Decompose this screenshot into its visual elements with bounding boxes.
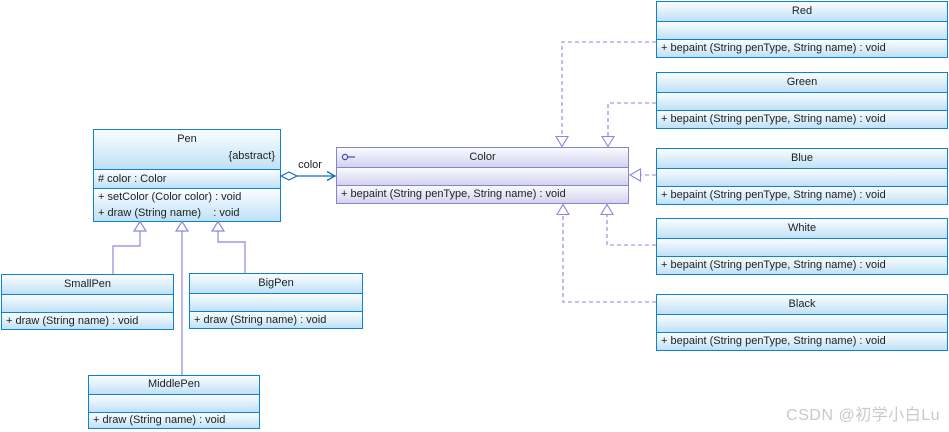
class-black-method: + bepaint (String penType, String name) … bbox=[661, 335, 886, 347]
class-green-attributes-section bbox=[657, 92, 947, 110]
class-pen: Pen {abstract} # color : Color + setColo… bbox=[93, 129, 281, 222]
class-pen-method: + setColor (Color color) : void bbox=[98, 191, 242, 203]
class-red-name: Red bbox=[791, 5, 813, 17]
class-white-methods-section: + bepaint (String penType, String name) … bbox=[657, 256, 947, 274]
class-pen-title-section: Pen {abstract} bbox=[94, 130, 280, 169]
class-black-methods-section: + bepaint (String penType, String name) … bbox=[657, 332, 947, 350]
class-middlepen-title-section: MiddlePen bbox=[89, 376, 259, 394]
class-red-title-section: Red bbox=[657, 2, 947, 21]
interface-color: Color + bepaint (String penType, String … bbox=[336, 147, 629, 204]
watermark: CSDN @初学小白Lu bbox=[786, 407, 940, 424]
class-pen-method: + draw (String name) : void bbox=[98, 207, 240, 219]
class-bigpen-attributes-section bbox=[190, 293, 362, 311]
class-red-attributes-section bbox=[657, 21, 947, 39]
class-middlepen-attributes-section bbox=[89, 394, 259, 412]
generalization-arrowhead bbox=[174, 220, 190, 232]
class-black-title-section: Black bbox=[657, 295, 947, 314]
class-bigpen-name: BigPen bbox=[258, 277, 294, 289]
class-smallpen-name: SmallPen bbox=[63, 278, 112, 290]
realization-arrowhead-black bbox=[556, 203, 570, 216]
interface-color-attributes-section bbox=[337, 167, 628, 185]
class-middlepen: MiddlePen + draw (String name) : void bbox=[88, 375, 260, 429]
class-green-method: + bepaint (String penType, String name) … bbox=[661, 113, 886, 125]
association-label: color bbox=[298, 159, 322, 171]
class-blue-name: Blue bbox=[790, 152, 814, 164]
class-smallpen-method: + draw (String name) : void bbox=[6, 315, 139, 327]
generalization-smallpen-pen bbox=[112, 220, 148, 274]
association-arrowhead bbox=[326, 170, 337, 182]
interface-color-method: + bepaint (String penType, String name) … bbox=[341, 188, 566, 200]
class-red: Red + bepaint (String penType, String na… bbox=[656, 1, 948, 58]
class-blue-method: + bepaint (String penType, String name) … bbox=[661, 189, 886, 201]
class-white: White + bepaint (String penType, String … bbox=[656, 218, 948, 275]
class-pen-attribute: # color : Color bbox=[98, 173, 167, 185]
realization-arrowhead-red bbox=[555, 135, 569, 148]
interface-icon bbox=[341, 153, 355, 161]
class-pen-stereotype: {abstract} bbox=[228, 150, 275, 162]
class-bigpen-title-section: BigPen bbox=[190, 274, 362, 293]
class-smallpen-title-section: SmallPen bbox=[2, 275, 173, 294]
generalization-arrowhead bbox=[210, 220, 226, 232]
class-green-methods-section: + bepaint (String penType, String name) … bbox=[657, 110, 947, 128]
class-blue: Blue + bepaint (String penType, String n… bbox=[656, 148, 948, 205]
interface-color-name: Color bbox=[469, 151, 496, 163]
class-smallpen-attributes-section bbox=[2, 294, 173, 312]
class-black-attributes-section bbox=[657, 314, 947, 332]
class-pen-name: Pen bbox=[177, 133, 197, 145]
realization-red-color bbox=[561, 41, 656, 136]
generalization-middlepen-pen bbox=[174, 220, 190, 375]
class-blue-title-section: Blue bbox=[657, 149, 947, 168]
class-white-method: + bepaint (String penType, String name) … bbox=[661, 259, 886, 271]
class-green: Green + bepaint (String penType, String … bbox=[656, 72, 948, 129]
class-white-name: White bbox=[787, 222, 817, 234]
class-middlepen-methods-section: + draw (String name) : void bbox=[89, 412, 259, 428]
interface-color-methods-section: + bepaint (String penType, String name) … bbox=[337, 185, 628, 203]
class-red-method: + bepaint (String penType, String name) … bbox=[661, 42, 886, 54]
realization-arrowhead-white bbox=[600, 203, 614, 216]
class-green-title-section: Green bbox=[657, 73, 947, 92]
class-smallpen: SmallPen + draw (String name) : void bbox=[1, 274, 174, 330]
aggregation-diamond bbox=[279, 171, 299, 181]
interface-color-title-section: Color bbox=[337, 148, 628, 167]
realization-white-color bbox=[606, 215, 656, 246]
class-blue-methods-section: + bepaint (String penType, String name) … bbox=[657, 186, 947, 204]
generalization-bigpen-pen bbox=[210, 220, 246, 273]
realization-green-color bbox=[607, 102, 656, 136]
class-black-name: Black bbox=[788, 298, 816, 310]
generalization-arrowhead bbox=[132, 220, 148, 232]
class-green-name: Green bbox=[786, 76, 818, 88]
class-bigpen: BigPen + draw (String name) : void bbox=[189, 273, 363, 329]
realization-black-color bbox=[562, 215, 656, 303]
class-white-title-section: White bbox=[657, 219, 947, 238]
class-red-methods-section: + bepaint (String penType, String name) … bbox=[657, 39, 947, 57]
class-smallpen-methods-section: + draw (String name) : void bbox=[2, 312, 173, 329]
realization-arrowhead-green bbox=[601, 135, 615, 148]
class-white-attributes-section bbox=[657, 238, 947, 256]
class-bigpen-methods-section: + draw (String name) : void bbox=[190, 311, 362, 328]
class-pen-methods-section: + setColor (Color color) : void + draw (… bbox=[94, 188, 280, 221]
class-middlepen-name: MiddlePen bbox=[148, 378, 200, 390]
association-pen-color bbox=[279, 170, 337, 182]
realization-arrowhead-blue bbox=[628, 168, 642, 182]
class-blue-attributes-section bbox=[657, 168, 947, 186]
class-black: Black + bepaint (String penType, String … bbox=[656, 294, 948, 351]
class-bigpen-method: + draw (String name) : void bbox=[194, 314, 327, 326]
class-middlepen-method: + draw (String name) : void bbox=[93, 414, 226, 426]
class-pen-attributes-section: # color : Color bbox=[94, 169, 280, 188]
